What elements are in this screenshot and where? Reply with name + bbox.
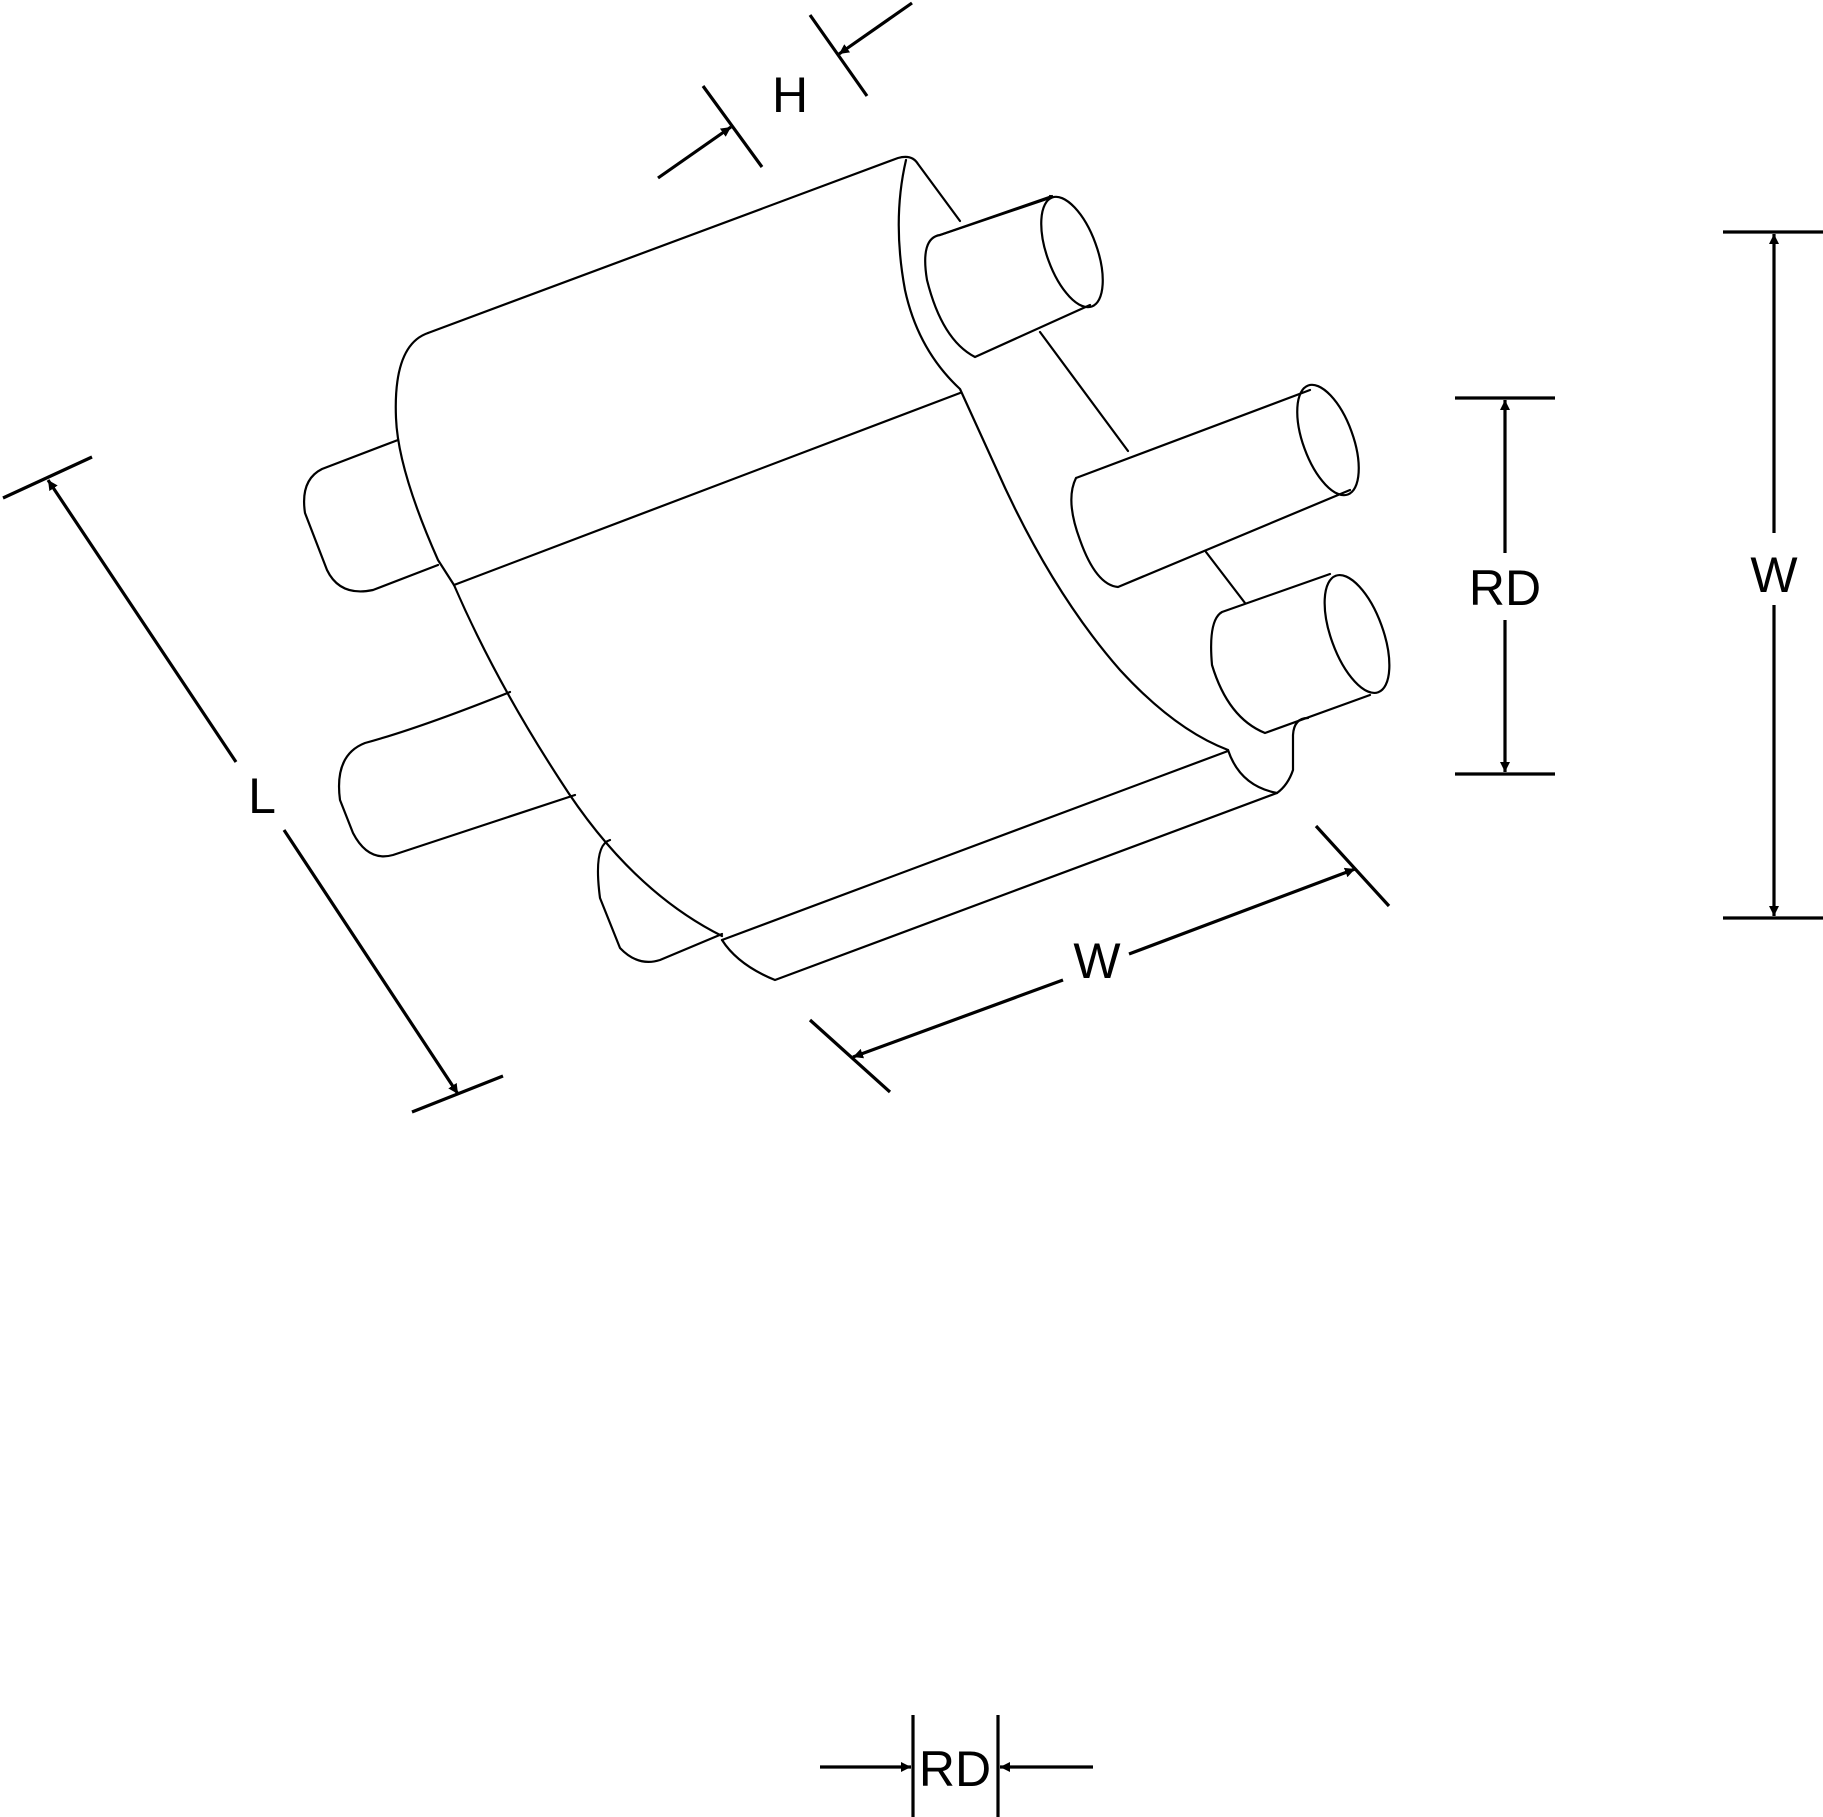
dimension-l-label: L: [248, 768, 276, 824]
dimension-rd-vertical-label: RD: [1469, 560, 1541, 616]
dimension-w-iso: W: [808, 824, 1391, 1094]
rod-left-low: [596, 838, 724, 963]
dimension-w-vertical-label: W: [1750, 547, 1798, 603]
rod-left-mid: [338, 690, 577, 858]
rod-low-right-end: [1323, 573, 1391, 695]
dimension-w-iso-label: W: [1073, 933, 1121, 989]
dimension-l: L: [2, 455, 504, 1114]
body-top-ridge: [452, 391, 962, 587]
dimension-rd-bottom: RD: [820, 1715, 1093, 1817]
body-curved-face: [897, 158, 1230, 752]
rod-low-right: [1210, 572, 1372, 735]
body-bottom-lip: [1226, 748, 1279, 795]
dimension-rd-bottom-label: RD: [919, 1741, 991, 1797]
body-back-profile: [426, 155, 962, 335]
dimension-h-label: H: [772, 67, 808, 123]
body-left-edge: [394, 331, 456, 587]
part-outline: [303, 155, 1391, 982]
rod-mid-right: [1070, 388, 1352, 589]
rod-top-right: [924, 194, 1092, 359]
dimension-rd-vertical: RD: [1455, 396, 1555, 776]
body-bottom-edge: [720, 749, 1230, 942]
rod-mid-right-end: [1296, 383, 1360, 497]
body-front-curve: [452, 583, 724, 938]
body-front-lip: [720, 716, 1310, 982]
rod-left-top: [303, 438, 440, 593]
rod-top-right-end: [1040, 195, 1104, 309]
dimension-w-vertical: W: [1723, 230, 1823, 920]
dimension-h: H: [657, 1, 913, 180]
